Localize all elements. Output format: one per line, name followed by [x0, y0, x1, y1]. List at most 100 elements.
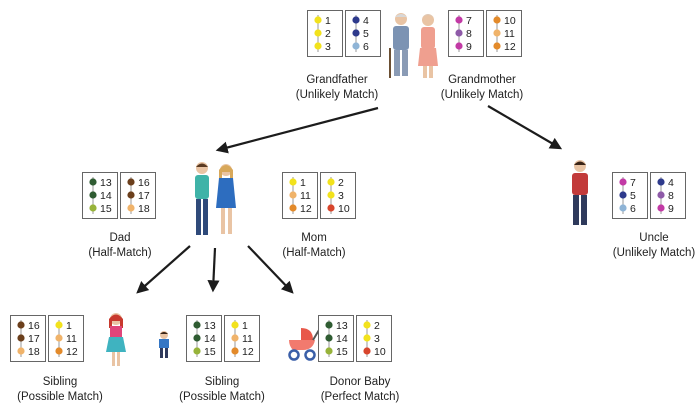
card-border	[318, 315, 354, 362]
marker-number: 4	[668, 177, 674, 189]
marker-number: 14	[336, 333, 348, 345]
marker-number: 11	[242, 333, 253, 345]
marker-number: 17	[138, 190, 150, 202]
marker-dot	[89, 204, 97, 212]
marker-number: 11	[504, 28, 515, 40]
grandmother-card-1: 789	[448, 10, 484, 57]
arrow-parents-to-sibling2	[207, 247, 220, 293]
marker-dot	[325, 347, 333, 355]
card-border	[48, 315, 84, 362]
grandfather-name: Grandfather	[306, 74, 368, 86]
marker-number: 15	[204, 346, 216, 358]
marker-number: 9	[668, 203, 674, 215]
marker-number: 14	[100, 190, 112, 202]
marker-number: 3	[338, 190, 344, 202]
uncle-name: Uncle	[639, 232, 669, 244]
marker-dot	[89, 178, 97, 186]
boy-icon	[159, 331, 169, 358]
marker-number: 13	[100, 177, 112, 189]
sibling1-match: (Possible Match)	[17, 391, 103, 403]
sibling1-name: Sibling	[42, 376, 78, 388]
arrow-grandparents-to-uncle	[487, 105, 563, 150]
uncle-icon	[572, 160, 588, 225]
marker-number: 6	[363, 41, 369, 53]
marker-dot	[231, 334, 239, 342]
mom-label: Mom (Half-Match)	[244, 231, 384, 261]
marker-dot	[493, 16, 501, 24]
marker-dot	[493, 42, 501, 50]
dad-match: (Half-Match)	[88, 247, 152, 259]
marker-dot	[325, 321, 333, 329]
marker-dot	[127, 191, 135, 199]
card-border	[320, 172, 356, 219]
marker-dot	[17, 321, 25, 329]
grandfather-card-1: 123	[307, 10, 343, 57]
uncle-match: (Unlikely Match)	[612, 247, 696, 259]
card-border	[307, 10, 343, 57]
card-border	[224, 315, 260, 362]
uncle-card-1: 756	[612, 172, 648, 219]
marker-dot	[363, 334, 371, 342]
marker-number: 5	[363, 28, 369, 40]
marker-number: 7	[630, 177, 636, 189]
card-border	[10, 315, 46, 362]
marker-dot	[55, 321, 63, 329]
sibling2-label: Sibling (Possible Match)	[152, 375, 292, 405]
marker-dot	[352, 42, 360, 50]
marker-dot	[327, 204, 335, 212]
marker-number: 7	[466, 15, 472, 27]
marker-dot	[289, 178, 297, 186]
marker-number: 18	[138, 203, 150, 215]
marker-dot	[657, 204, 665, 212]
marker-number: 14	[204, 333, 216, 345]
mom-match: (Half-Match)	[282, 247, 346, 259]
mom-name: Mom	[301, 232, 327, 244]
marker-dot	[17, 334, 25, 342]
marker-number: 2	[325, 28, 331, 40]
grandparents-icon	[389, 13, 438, 78]
marker-dot	[455, 29, 463, 37]
marker-number: 9	[466, 41, 472, 53]
marker-dot	[55, 347, 63, 355]
marker-dot	[231, 321, 239, 329]
marker-number: 12	[242, 346, 254, 358]
marker-dot	[619, 191, 627, 199]
card-border	[612, 172, 648, 219]
marker-dot	[289, 191, 297, 199]
marker-dot	[89, 191, 97, 199]
donor-baby-name: Donor Baby	[329, 376, 391, 388]
marker-number: 6	[630, 203, 636, 215]
marker-dot	[231, 347, 239, 355]
grandfather-match: (Unlikely Match)	[295, 89, 379, 101]
marker-number: 12	[300, 203, 312, 215]
marker-dot	[455, 42, 463, 50]
marker-number: 1	[66, 320, 72, 332]
card-border	[486, 10, 522, 57]
marker-dot	[657, 178, 665, 186]
marker-number: 16	[138, 177, 150, 189]
card-border	[120, 172, 156, 219]
marker-number: 2	[374, 320, 380, 332]
card-border	[282, 172, 318, 219]
marker-dot	[193, 321, 201, 329]
marker-dot	[55, 334, 63, 342]
baby-stroller-icon	[288, 328, 320, 361]
marker-number: 8	[466, 28, 472, 40]
grandfather-label: Grandfather (Unlikely Match)	[267, 73, 407, 103]
marker-dot	[493, 29, 501, 37]
marker-dot	[327, 191, 335, 199]
marker-number: 15	[100, 203, 112, 215]
marker-dot	[127, 178, 135, 186]
card-border	[356, 315, 392, 362]
marker-dot	[17, 347, 25, 355]
marker-number: 12	[504, 41, 516, 53]
card-border	[186, 315, 222, 362]
girl-icon	[106, 313, 126, 366]
